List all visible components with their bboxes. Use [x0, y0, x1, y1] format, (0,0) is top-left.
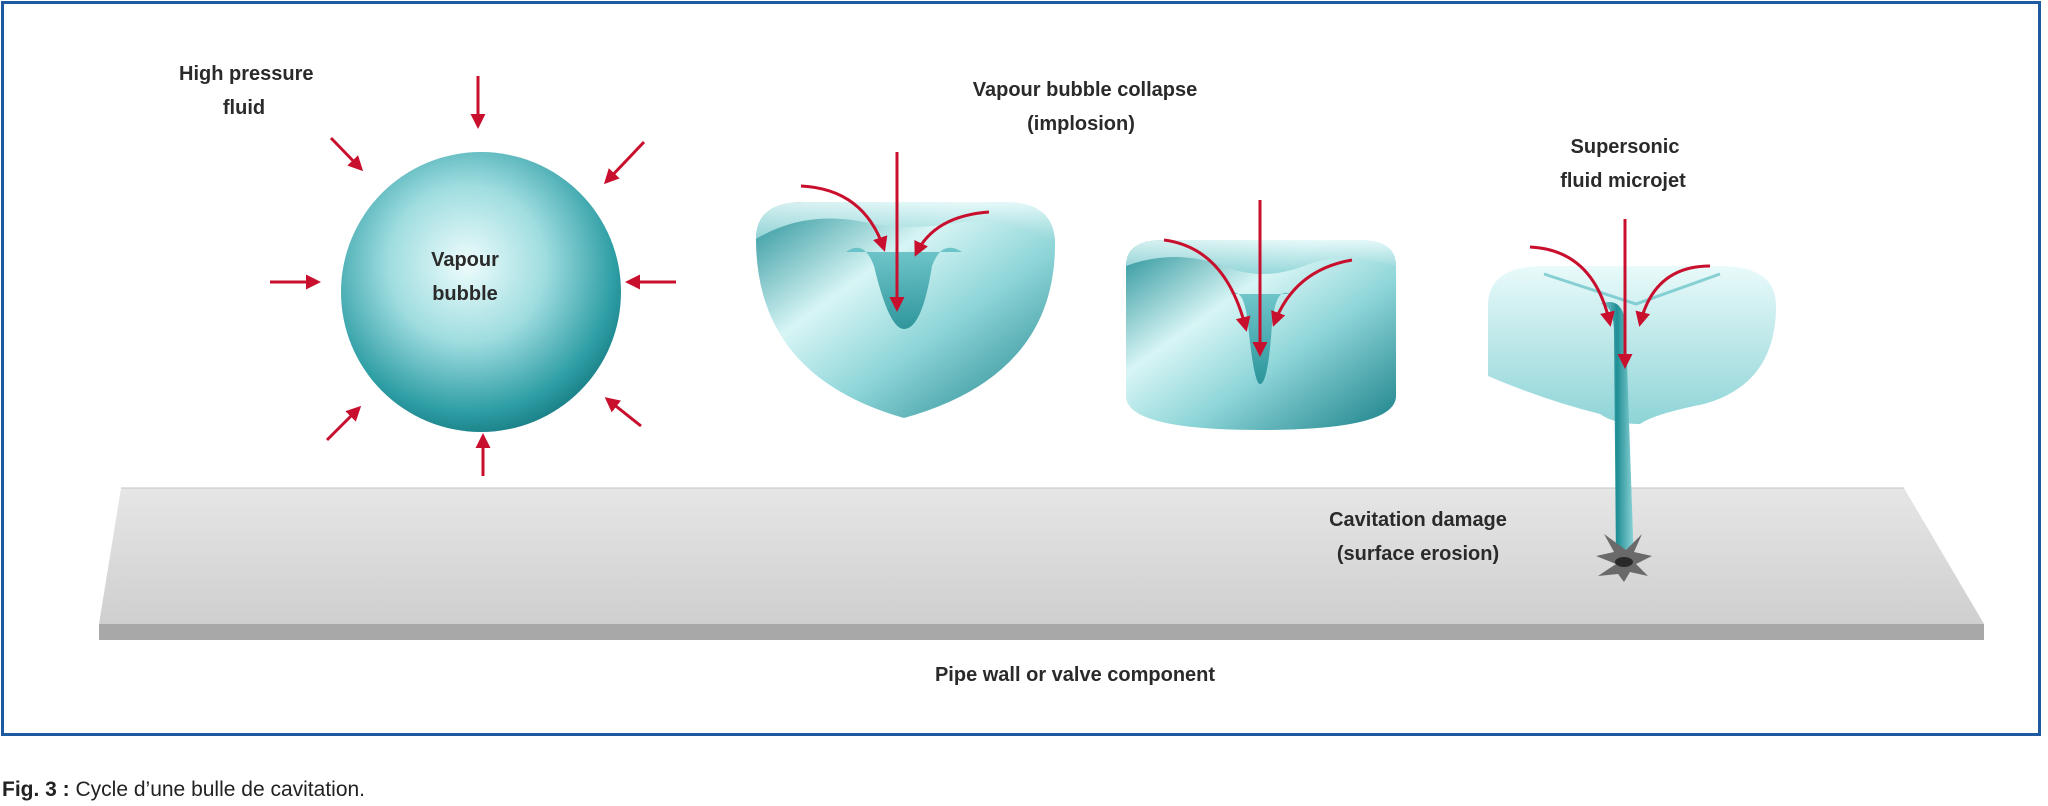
- collapsing-bubble-1: [756, 202, 1055, 418]
- label-microjet-2: fluid microjet: [1560, 170, 1686, 192]
- vapour-bubble: [341, 152, 621, 432]
- label-damage-1: Cavitation damage: [1329, 509, 1507, 531]
- impact-crater: [1596, 534, 1652, 582]
- pressure-arrows: [270, 76, 676, 476]
- collapse-arrows-1: [800, 152, 990, 312]
- label-high-pressure-2: fluid: [223, 97, 265, 119]
- cavitation-diagram: High pressure fluid Vapour bubble Vapour…: [99, 63, 1984, 686]
- label-vapour-bubble-1: Vapour: [431, 249, 499, 271]
- caption-prefix: Fig. 3 :: [2, 778, 70, 801]
- label-vapour-bubble-2: bubble: [432, 283, 498, 305]
- figure-caption: Fig. 3 : Cycle d’une bulle de cavitation…: [2, 778, 365, 802]
- label-collapse-2: (implosion): [1027, 113, 1135, 135]
- label-damage-2: (surface erosion): [1337, 543, 1499, 565]
- microjet-arrows: [1529, 219, 1711, 369]
- pipe-wall: [99, 487, 1984, 640]
- label-microjet-1: Supersonic: [1571, 136, 1680, 158]
- collapse-arrows-2: [1163, 200, 1353, 357]
- label-pipe-wall: Pipe wall or valve component: [935, 664, 1215, 686]
- caption-text: Cycle d’une bulle de cavitation.: [69, 778, 366, 801]
- label-collapse-1: Vapour bubble collapse: [973, 79, 1198, 101]
- figure-frame: High pressure fluid Vapour bubble Vapour…: [1, 1, 2041, 736]
- label-high-pressure-1: High pressure: [179, 63, 313, 85]
